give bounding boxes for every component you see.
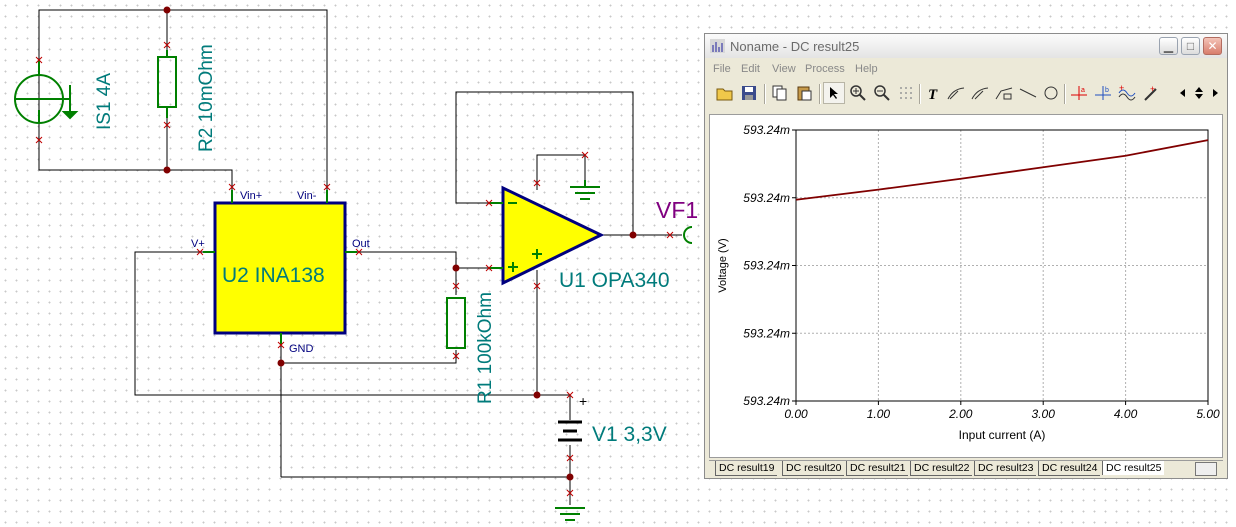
y-tick-label: 593.24m [743,394,790,408]
toolbar: T a b + + [709,81,1223,109]
curve-tool-2-icon[interactable] [969,82,991,104]
app-icon [710,39,725,53]
battery-v1[interactable] [558,420,582,442]
cursor-b-icon[interactable]: b [1092,82,1114,104]
open-folder-icon[interactable] [714,82,736,104]
minimize-icon: ▁ [1163,39,1174,53]
x-tick-label: 0.00 [784,407,808,421]
ic-u2-ina138[interactable] [203,190,357,345]
probe-icon[interactable]: + [1140,82,1162,104]
menu-bar: File Edit View Process Help [705,60,1227,78]
zoom-out-icon[interactable] [871,82,893,104]
resistor-r2[interactable] [157,50,177,118]
x-tick-label: 3.00 [1032,407,1056,421]
tab-dc-result22[interactable]: DC result22 [910,461,973,476]
ground-symbol [570,180,600,200]
vf1-label: VF1 [656,197,698,223]
scroll-left-icon[interactable] [1175,82,1189,104]
svg-text:a: a [1081,87,1085,94]
u2-label: U2 INA138 [222,264,325,287]
x-tick-label: 4.00 [1114,407,1138,421]
scroll-right-icon[interactable] [1209,82,1223,104]
voltage-probe-vf1[interactable] [683,226,693,244]
paste-icon[interactable] [793,82,815,104]
tab-dc-result25[interactable]: DC result25 [1102,461,1165,475]
tab-dc-result20[interactable]: DC result20 [782,461,845,476]
cursor-a-icon[interactable]: a [1068,82,1090,104]
wires [38,9,682,505]
maximize-button[interactable]: □ [1181,37,1200,55]
ground-symbol-bottom [555,507,585,521]
curve-tool-3-icon[interactable] [993,82,1015,104]
tab-dc-result23[interactable]: DC result23 [974,461,1037,476]
resistor-r1[interactable] [446,297,466,349]
y-tick-label: 593.24m [743,123,790,137]
pin-label-gnd: GND [289,343,314,355]
current-source-is1[interactable] [14,60,79,124]
tab-dc-result19[interactable]: DC result19 [715,461,778,476]
result-tabs: DC result19 DC result20 DC result21 DC r… [709,460,1223,477]
scroll-updown-icon[interactable] [1190,82,1208,104]
tab-dc-result21[interactable]: DC result21 [846,461,909,476]
waveform-icon[interactable]: + [1116,82,1138,104]
y-axis-ticks: 593.24m 593.24m 593.24m 593.24m 593.24m [743,123,796,408]
pin-label-vplus: V+ [191,238,205,250]
svg-text:b: b [1105,87,1109,94]
svg-text:+: + [1150,85,1155,94]
x-tick-label: 5.00 [1196,407,1220,421]
text-tool-icon[interactable]: T [922,82,944,104]
pin-markers [35,41,674,497]
v1-label: V1 3,3V [592,423,667,446]
opamp-u1-opa340[interactable] [489,185,605,286]
x-axis-ticks: 0.00 1.00 2.00 3.00 4.00 5.00 [784,401,1220,421]
title-bar[interactable]: Noname - DC result25 ▁ □ ✕ [705,34,1227,58]
series-line-voltage [795,139,1209,201]
menu-edit[interactable]: Edit [741,63,760,75]
is1-label: IS1 4A [94,73,115,130]
svg-text:+: + [1119,85,1124,93]
u1-label: U1 OPA340 [559,269,670,292]
pin-label-out: Out [352,238,370,250]
zoom-in-icon[interactable] [847,82,869,104]
y-tick-label: 593.24m [743,191,790,205]
grid-icon[interactable] [895,82,917,104]
curve-tool-icon[interactable] [945,82,967,104]
tab-scroll-buttons[interactable] [1195,462,1217,476]
save-icon[interactable] [738,82,760,104]
y-axis-label: Voltage (V) [717,238,729,292]
menu-file[interactable]: File [713,63,731,75]
result-window: Noname - DC result25 ▁ □ ✕ File Edit Vie… [704,33,1228,479]
plot-area[interactable]: 593.24m 593.24m 593.24m 593.24m 593.24m 0.00… [709,114,1223,458]
dc-result-chart[interactable]: 593.24m 593.24m 593.24m 593.24m 593.24m 0.00… [710,115,1222,457]
r1-label: R1 100kOhm [475,292,496,404]
plot-grid [796,130,1208,401]
schematic: IS1 4A R2 10mOhm U2 INA138 Vin+ Vin- V+ … [14,6,698,521]
r2-label: R2 10mOhm [196,44,217,152]
v1-plus-sign: + [579,393,587,409]
menu-view[interactable]: View [772,63,796,75]
pointer-icon[interactable] [823,82,845,104]
tab-dc-result24[interactable]: DC result24 [1038,461,1101,476]
x-tick-label: 2.00 [948,407,973,421]
series-layer [795,139,1209,201]
pin-label-vin-minus: Vin- [297,190,317,202]
maximize-icon: □ [1186,39,1195,53]
y-tick-label: 593.24m [743,259,790,273]
x-tick-label: 1.00 [867,407,891,421]
window-title: Noname - DC result25 [730,39,860,54]
circle-tool-icon[interactable] [1040,82,1062,104]
close-button[interactable]: ✕ [1203,37,1222,55]
svg-text:T: T [928,87,938,101]
menu-help[interactable]: Help [855,63,878,75]
line-tool-icon[interactable] [1017,82,1039,104]
y-tick-label: 593.24m [743,326,790,340]
minimize-button[interactable]: ▁ [1159,37,1178,55]
close-icon: ✕ [1207,39,1218,53]
copy-icon[interactable] [769,82,791,104]
menu-process[interactable]: Process [805,63,845,75]
x-axis-label: Input current (A) [959,428,1046,442]
junctions [163,6,637,481]
pin-label-vin-plus: Vin+ [240,190,262,202]
